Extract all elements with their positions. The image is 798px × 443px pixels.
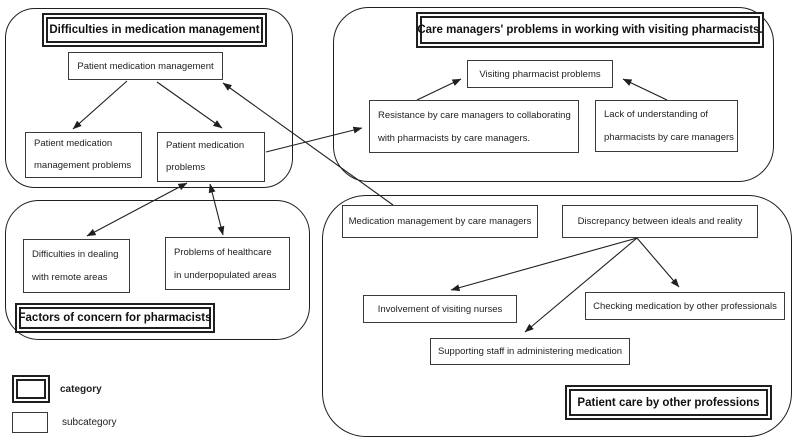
legend-category-swatch — [12, 375, 50, 403]
node-patient-medication-management: Patient medication management — [68, 52, 223, 80]
arrow-medication-problems-underpopulated-bidirectional — [208, 183, 225, 236]
category-title-care-managers: Care managers' problems in working with … — [416, 12, 764, 48]
node-supporting-staff-administering: Supporting staff in administering medica… — [430, 338, 630, 365]
arrow-discrepancy-to-nurses — [450, 237, 638, 292]
legend-subcategory-swatch — [12, 412, 48, 433]
arrow-resistance-to-visiting-pharmacist — [416, 78, 462, 101]
node-discrepancy-ideals-reality: Discrepancy between ideals and reality — [562, 205, 758, 238]
node-problems-underpopulated-areas: Problems of healthcare in underpopulated… — [165, 237, 290, 290]
node-checking-medication-other-professionals: Checking medication by other professiona… — [585, 292, 785, 320]
arrow-management-to-medication-problems — [156, 81, 223, 129]
arrow-discrepancy-to-supporting-staff — [524, 237, 638, 333]
node-involvement-visiting-nurses: Involvement of visiting nurses — [363, 295, 517, 323]
node-medication-management-by-care-managers: Medication management by care managers — [342, 205, 538, 238]
category-title-other-professions: Patient care by other professions — [565, 385, 772, 420]
arrow-medication-problems-remote-bidirectional — [86, 182, 188, 237]
node-visiting-pharmacist-problems: Visiting pharmacist problems — [467, 60, 613, 88]
arrow-discrepancy-to-checking — [636, 237, 680, 288]
node-patient-medication-management-problems: Patient medication management problems — [25, 132, 142, 178]
legend-category-label: category — [60, 384, 102, 395]
arrow-management-to-management-problems — [72, 80, 128, 130]
arrow-care-manager-mgmt-to-patient-mgmt — [222, 82, 394, 206]
category-title-difficulties: Difficulties in medication management — [42, 13, 267, 47]
node-resistance-by-care-managers: Resistance by care managers to collabora… — [369, 100, 579, 153]
category-title-factors: Factors of concern for pharmacists — [15, 303, 215, 333]
node-patient-medication-problems: Patient medication problems — [157, 132, 265, 182]
arrow-lack-to-visiting-pharmacist — [622, 78, 668, 101]
cluster-care-managers-outline — [333, 7, 774, 182]
legend-subcategory-label: subcategory — [62, 417, 117, 428]
cluster-other-professions-outline — [322, 195, 792, 437]
node-lack-of-understanding: Lack of understanding of pharmacists by … — [595, 100, 738, 152]
arrow-medication-problems-to-resistance — [265, 126, 363, 153]
node-difficulties-remote-areas: Difficulties in dealing with remote area… — [23, 239, 130, 293]
